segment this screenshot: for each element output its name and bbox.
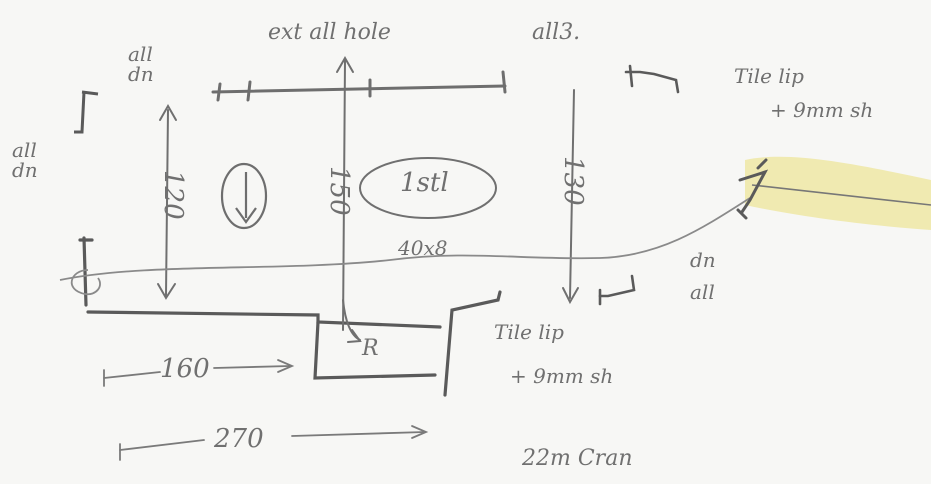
r-marker: R — [362, 336, 379, 361]
floor-profile — [78, 236, 502, 397]
tile-lip-top: Tile lip — [734, 64, 804, 88]
horizontal-arrows — [103, 359, 429, 461]
tile-lip-bottom-sub: + 9mm sh — [510, 364, 614, 388]
top-left-label: all dn — [128, 42, 154, 86]
crane-label: 22m Cran — [522, 446, 633, 471]
left-bracket — [74, 90, 99, 134]
step-arrows — [598, 64, 680, 306]
pipe-curve — [59, 197, 751, 281]
top-label: ext all hole — [268, 20, 391, 45]
dim-bottom-long: 270 — [214, 424, 264, 454]
dim-right-vertical: 130 — [558, 156, 588, 206]
right-mid-dn: dn — [690, 248, 716, 272]
pipe-curve-right — [751, 184, 931, 206]
dim-bottom-short: 160 — [160, 354, 210, 384]
pipe-fitting — [736, 158, 769, 220]
tile-lip-bottom: Tile lip — [494, 320, 564, 344]
tile-lip-top-sub: + 9mm sh — [770, 98, 874, 122]
vertical-arrows — [157, 55, 579, 343]
top-beam — [211, 70, 507, 102]
down-arrow-circle — [220, 162, 268, 230]
pipe-curve-left-end — [70, 269, 101, 296]
pipe-text: 40x8 — [398, 236, 448, 260]
bubble-text: 1stl — [400, 168, 449, 198]
dim-mid-vertical: 150 — [324, 166, 354, 216]
highlighter-strip — [745, 156, 931, 230]
left-mid-label: all dn — [12, 138, 38, 182]
top-right-label: all3. — [532, 20, 581, 45]
right-mid-all: all — [690, 280, 715, 304]
dim-left-vertical: 120 — [158, 170, 188, 220]
bubble-outline — [359, 157, 497, 219]
